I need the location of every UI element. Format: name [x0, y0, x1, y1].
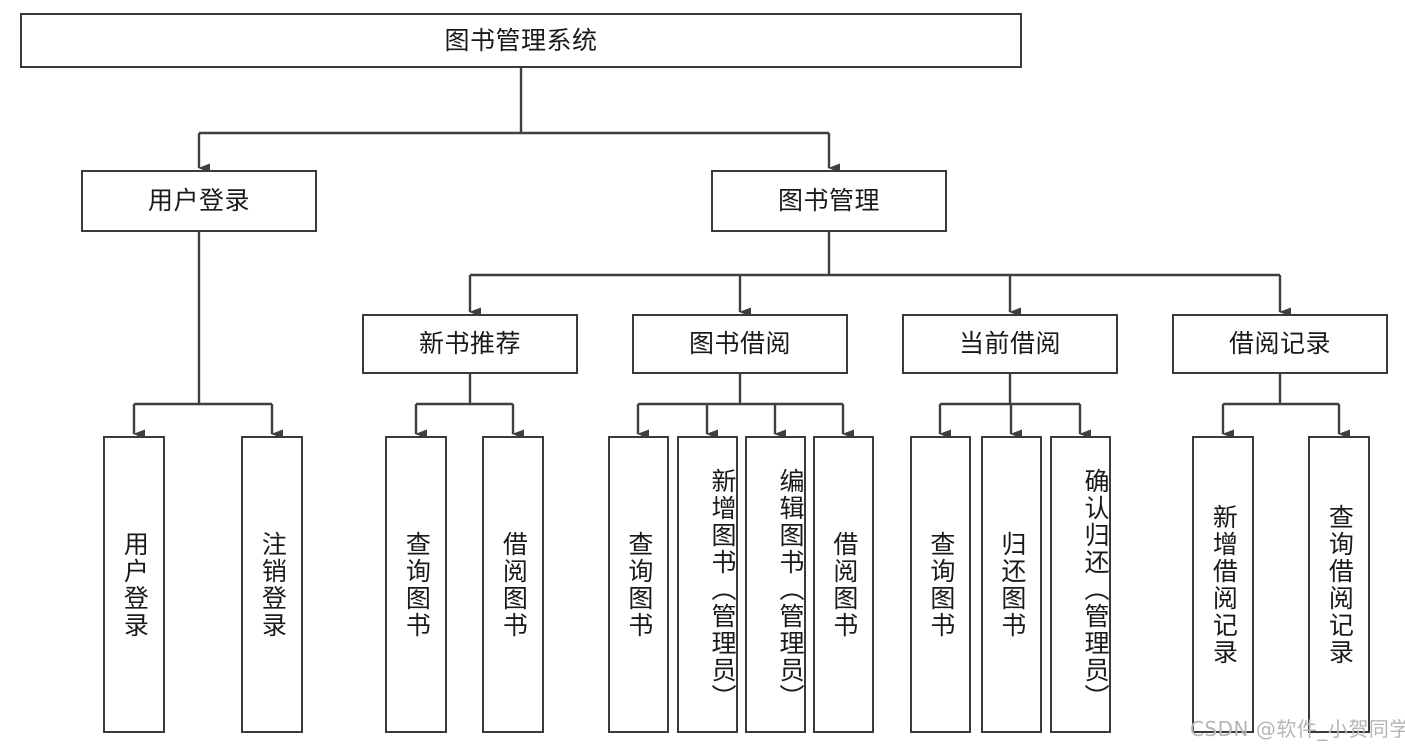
leaf-add-book[interactable]: 新增图书（管理员） [677, 436, 738, 733]
leaf-query-borrow-record-label: 查询借阅记录 [1325, 503, 1355, 666]
node-new-book-recommend-label: 新书推荐 [418, 329, 521, 359]
leaf-query-book-current-label: 查询图书 [926, 530, 956, 639]
leaf-confirm-return-label: 确认归还（管理员） [1081, 468, 1110, 711]
watermark-text: CSDN @软件_小贺同学 [1190, 717, 1405, 741]
node-new-book-recommend[interactable]: 新书推荐 [362, 314, 578, 374]
leaf-edit-book[interactable]: 编辑图书（管理员） [745, 436, 806, 733]
leaf-query-book-borrow[interactable]: 查询图书 [608, 436, 669, 733]
node-book-borrow-label: 图书借阅 [688, 329, 791, 359]
node-user-login[interactable]: 用户登录 [81, 170, 317, 232]
leaf-user-login-label: 用户登录 [120, 530, 150, 639]
node-book-manage[interactable]: 图书管理 [711, 170, 947, 232]
node-borrow-record[interactable]: 借阅记录 [1172, 314, 1388, 374]
leaf-return-book-label: 归还图书 [997, 530, 1027, 639]
leaf-borrow-book[interactable]: 借阅图书 [813, 436, 874, 733]
watermark: CSDN @软件_小贺同学 [1190, 713, 1405, 742]
leaf-logout[interactable]: 注销登录 [241, 436, 303, 733]
node-current-borrow[interactable]: 当前借阅 [902, 314, 1118, 374]
leaf-add-borrow-record-label: 新增借阅记录 [1209, 503, 1239, 666]
node-book-borrow[interactable]: 图书借阅 [632, 314, 848, 374]
leaf-confirm-return[interactable]: 确认归还（管理员） [1050, 436, 1111, 733]
leaf-query-book-recommend-label: 查询图书 [402, 530, 432, 639]
node-root-label: 图书管理系统 [444, 25, 598, 55]
leaf-logout-label: 注销登录 [258, 530, 288, 639]
node-borrow-record-label: 借阅记录 [1228, 329, 1331, 359]
leaf-borrow-book-label: 借阅图书 [829, 530, 859, 639]
leaf-add-book-label: 新增图书（管理员） [708, 468, 737, 711]
leaf-edit-book-label: 编辑图书（管理员） [776, 468, 805, 711]
leaf-borrow-book-recommend[interactable]: 借阅图书 [482, 436, 544, 733]
node-user-login-label: 用户登录 [147, 186, 250, 216]
leaf-borrow-book-recommend-label: 借阅图书 [499, 530, 529, 639]
node-root[interactable]: 图书管理系统 [20, 13, 1022, 68]
leaf-user-login[interactable]: 用户登录 [103, 436, 165, 733]
leaf-query-book-borrow-label: 查询图书 [624, 530, 654, 639]
leaf-query-book-recommend[interactable]: 查询图书 [385, 436, 447, 733]
node-current-borrow-label: 当前借阅 [958, 329, 1061, 359]
leaf-query-book-current[interactable]: 查询图书 [910, 436, 971, 733]
node-book-manage-label: 图书管理 [777, 186, 880, 216]
leaf-add-borrow-record[interactable]: 新增借阅记录 [1192, 436, 1254, 733]
leaf-query-borrow-record[interactable]: 查询借阅记录 [1308, 436, 1370, 733]
leaf-return-book[interactable]: 归还图书 [981, 436, 1042, 733]
